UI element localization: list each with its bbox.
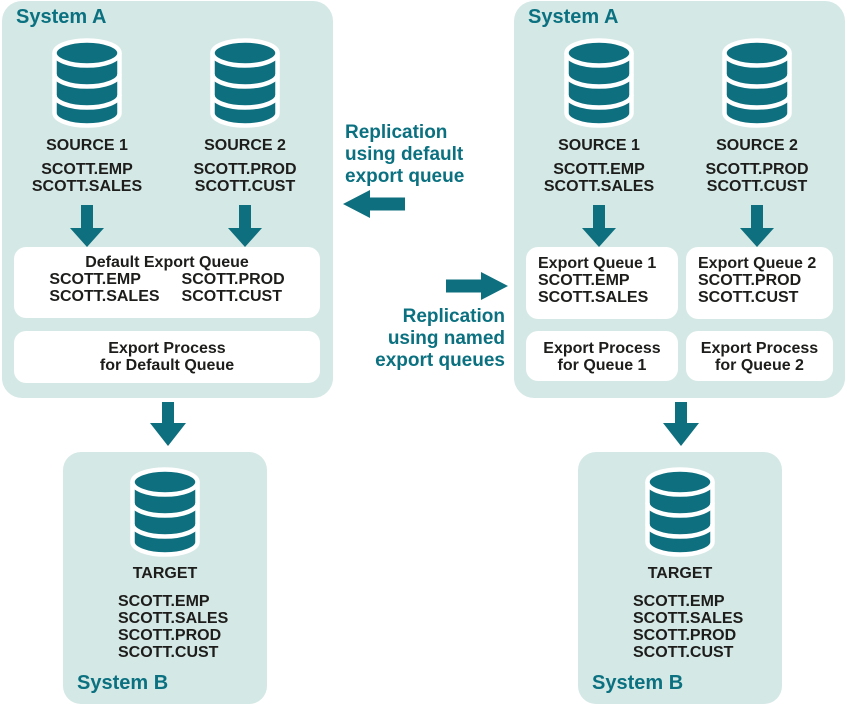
right-system-b-panel: TARGET SCOTT.EMP SCOTT.SALES SCOTT.PROD …	[578, 452, 782, 704]
database-icon	[643, 467, 717, 557]
database-icon	[208, 38, 282, 128]
queue-column: SCOTT.PROD SCOTT.CUST	[182, 271, 285, 305]
queue-box-title: Default Export Queue	[85, 254, 249, 271]
table-name: SCOTT.PROD	[698, 272, 802, 289]
table-name: SCOTT.PROD	[118, 627, 222, 644]
left-source-2: SOURCE 2 SCOTT.PROD SCOTT.CUST	[178, 38, 312, 195]
source-label: SOURCE 1	[558, 137, 640, 154]
table-name: SCOTT.EMP	[41, 161, 133, 178]
source-tables: SCOTT.EMP SCOTT.SALES	[32, 161, 142, 195]
left-system-a-panel: System A SOURCE 1 SCOTT.EMP SCOTT.SALES …	[2, 1, 333, 398]
export-process-2-box: Export Process for Queue 2	[686, 331, 833, 381]
right-system-b-title: System B	[592, 672, 684, 694]
target-label: TARGET	[647, 565, 713, 582]
table-name: SCOTT.EMP	[118, 593, 210, 610]
right-arrow-icon	[446, 272, 508, 300]
table-name: SCOTT.SALES	[49, 288, 160, 305]
database-icon	[50, 38, 124, 128]
table-name: SCOTT.CUST	[706, 178, 808, 195]
source-tables: SCOTT.PROD SCOTT.CUST	[193, 161, 296, 195]
label-line: export queues	[375, 350, 505, 371]
source-label: SOURCE 2	[204, 137, 286, 154]
queue-box-tables: SCOTT.EMP SCOTT.SALES SCOTT.PROD SCOTT.C…	[14, 271, 320, 305]
export-queue-2-box: Export Queue 2 SCOTT.PROD SCOTT.CUST	[686, 247, 833, 319]
table-name: SCOTT.SALES	[543, 178, 655, 195]
process-box-line: Export Process	[700, 340, 819, 357]
process-box-line: Export Process	[108, 340, 226, 357]
target-tables: SCOTT.EMP SCOTT.SALES SCOTT.PROD SCOTT.C…	[633, 593, 743, 661]
target-label: TARGET	[132, 565, 198, 582]
table-name: SCOTT.SALES	[118, 610, 229, 627]
label-line: using default	[345, 144, 464, 165]
process-box-line: Export Process	[543, 340, 661, 357]
database-icon	[720, 38, 794, 128]
table-name: SCOTT.CUST	[181, 288, 282, 305]
database-icon	[128, 467, 202, 557]
default-export-queue-box: Default Export Queue SCOTT.EMP SCOTT.SAL…	[14, 247, 320, 318]
table-name: SCOTT.CUST	[194, 178, 296, 195]
process-box-line: for Queue 2	[715, 357, 804, 374]
source-label: SOURCE 2	[716, 137, 798, 154]
export-process-box: Export Process for Default Queue	[14, 331, 320, 383]
label-line: export queue	[345, 166, 465, 187]
process-box-line: for Default Queue	[99, 357, 235, 374]
export-queue-1-box: Export Queue 1 SCOTT.EMP SCOTT.SALES	[526, 247, 678, 319]
label-line: using named	[387, 328, 505, 349]
source-tables: SCOTT.EMP SCOTT.SALES	[544, 161, 654, 195]
table-name: SCOTT.CUST	[633, 644, 734, 661]
left-system-b-panel: TARGET SCOTT.EMP SCOTT.SALES SCOTT.PROD …	[63, 452, 267, 704]
table-name: SCOTT.SALES	[31, 178, 143, 195]
table-name: SCOTT.EMP	[538, 272, 630, 289]
table-name: SCOTT.SALES	[538, 289, 649, 306]
target-tables: SCOTT.EMP SCOTT.SALES SCOTT.PROD SCOTT.C…	[118, 593, 228, 661]
replication-named-label: Replication using named export queues	[345, 306, 505, 372]
table-name: SCOTT.CUST	[698, 289, 799, 306]
replication-default-label: Replication using default export queue	[345, 122, 464, 188]
table-name: SCOTT.CUST	[118, 644, 219, 661]
left-arrow-icon	[343, 190, 405, 218]
right-system-a-title: System A	[528, 6, 619, 28]
left-system-a-title: System A	[16, 6, 107, 28]
label-line: Replication	[402, 306, 505, 327]
label-line: Replication	[345, 122, 448, 143]
down-arrow-icon	[740, 205, 774, 247]
down-arrow-icon	[663, 402, 699, 446]
table-name: SCOTT.PROD	[181, 271, 285, 288]
source-tables: SCOTT.PROD SCOTT.CUST	[705, 161, 808, 195]
table-name: SCOTT.EMP	[553, 161, 645, 178]
left-system-b-title: System B	[77, 672, 169, 694]
queue-column: SCOTT.EMP SCOTT.SALES	[49, 271, 159, 305]
queue-box-title: Export Queue 1	[538, 255, 657, 272]
export-process-1-box: Export Process for Queue 1	[526, 331, 678, 381]
down-arrow-icon	[582, 205, 616, 247]
right-system-a-panel: System A SOURCE 1 SCOTT.EMP SCOTT.SALES …	[514, 1, 845, 398]
down-arrow-icon	[70, 205, 104, 247]
table-name: SCOTT.PROD	[705, 161, 809, 178]
table-name: SCOTT.EMP	[49, 271, 141, 288]
source-label: SOURCE 1	[46, 137, 128, 154]
table-name: SCOTT.PROD	[633, 627, 737, 644]
down-arrow-icon	[150, 402, 186, 446]
database-icon	[562, 38, 636, 128]
table-name: SCOTT.SALES	[633, 610, 744, 627]
table-name: SCOTT.PROD	[193, 161, 297, 178]
down-arrow-icon	[228, 205, 262, 247]
right-source-1: SOURCE 1 SCOTT.EMP SCOTT.SALES	[532, 38, 666, 195]
table-name: SCOTT.EMP	[633, 593, 725, 610]
queue-box-title: Export Queue 2	[698, 255, 817, 272]
left-source-1: SOURCE 1 SCOTT.EMP SCOTT.SALES	[20, 38, 154, 195]
process-box-line: for Queue 1	[557, 357, 647, 374]
right-source-2: SOURCE 2 SCOTT.PROD SCOTT.CUST	[690, 38, 824, 195]
